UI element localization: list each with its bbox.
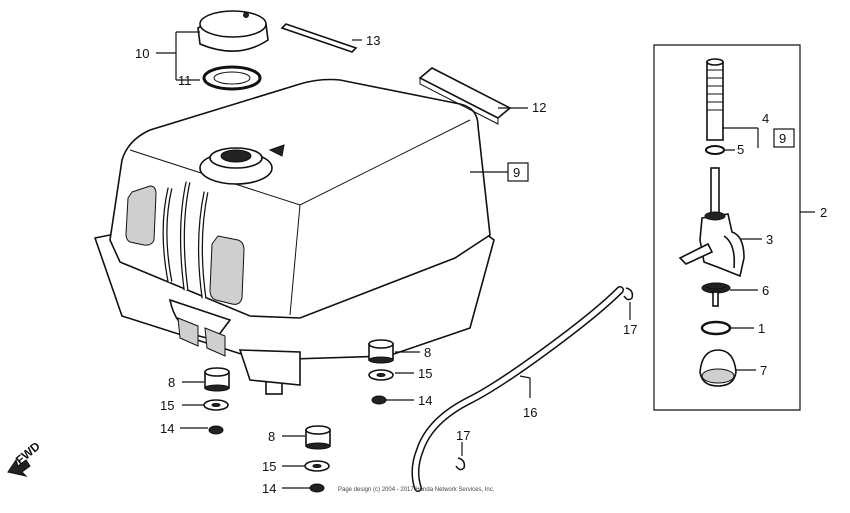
callout-16: 16 — [523, 405, 537, 420]
fuel-tank — [93, 78, 495, 395]
callout-2: 2 — [820, 205, 827, 220]
callout-8-center: 8 — [424, 345, 431, 360]
callout-17-upper: 17 — [623, 322, 637, 337]
callout-9-tank: 9 — [513, 165, 520, 180]
strainer-pipe — [706, 58, 724, 141]
callout-labels: 10 11 13 12 9 4 9 5 2 3 6 1 7 17 8 15 14… — [135, 33, 827, 496]
callout-10: 10 — [135, 46, 149, 61]
sediment-cup-7 — [699, 349, 737, 387]
callout-7: 7 — [760, 363, 767, 378]
callout-9-valve: 9 — [779, 131, 786, 146]
leader-lines — [156, 31, 815, 489]
fuel-valve — [678, 167, 745, 278]
washer-center — [368, 369, 394, 381]
callout-15-left: 15 — [160, 398, 174, 413]
forward-arrow-icon — [7, 458, 31, 477]
callout-3: 3 — [766, 232, 773, 247]
nut-left — [208, 425, 224, 435]
filter-6 — [701, 282, 731, 307]
washer-left — [203, 399, 229, 411]
callout-15-center: 15 — [418, 366, 432, 381]
callout-11: 11 — [178, 73, 192, 88]
forward-direction-indicator: FWD — [7, 439, 43, 477]
nut-bottom — [309, 483, 325, 493]
mount-rubber-bottom — [305, 425, 331, 450]
washer-bottom — [304, 460, 330, 472]
callout-12: 12 — [532, 100, 546, 115]
o-ring-1 — [700, 320, 732, 336]
callout-1: 1 — [758, 321, 765, 336]
mount-rubber-left — [204, 367, 230, 392]
callout-6: 6 — [762, 283, 769, 298]
fuel-valve-box — [653, 44, 801, 411]
callout-4: 4 — [762, 111, 769, 126]
callout-box-9-valve — [773, 128, 795, 148]
strip-13 — [280, 23, 358, 53]
nut-center — [371, 395, 387, 405]
mount-rubber-center — [368, 339, 394, 364]
callout-5: 5 — [737, 142, 744, 157]
callout-8-bottom: 8 — [268, 429, 275, 444]
cap-gasket — [202, 65, 262, 91]
callout-8-left: 8 — [168, 375, 175, 390]
callout-15-bottom: 15 — [262, 459, 276, 474]
callout-17-lower: 17 — [456, 428, 470, 443]
copyright-notice: Page design (c) 2004 - 2017 Honda Networ… — [338, 487, 495, 493]
tube-clip-lower — [455, 457, 466, 471]
callout-14-bottom: 14 — [262, 481, 276, 496]
fuel-tube — [411, 286, 624, 492]
callout-13: 13 — [366, 33, 380, 48]
o-ring-5 — [705, 145, 725, 155]
callout-14-left: 14 — [160, 421, 174, 436]
tube-clip-upper — [623, 287, 634, 301]
callout-14-center: 14 — [418, 393, 432, 408]
callout-box-9-tank — [507, 162, 529, 182]
filler-cap — [197, 10, 269, 52]
